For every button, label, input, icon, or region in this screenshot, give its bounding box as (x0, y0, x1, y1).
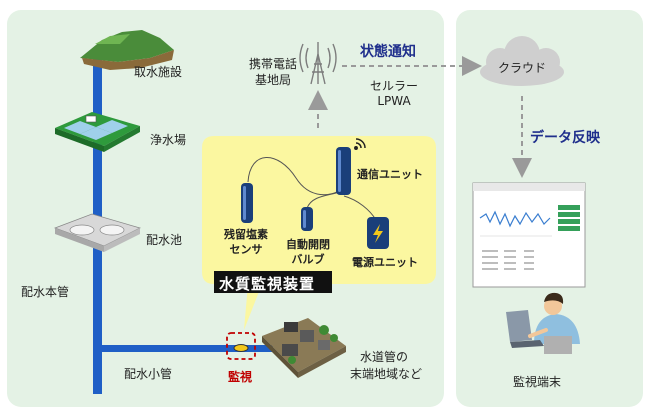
label-intake: 取水施設 (134, 65, 183, 79)
label-end-area-2: 末端地域など (350, 367, 423, 381)
antenna-tower-icon (299, 42, 337, 85)
monitor-point-device (233, 344, 249, 352)
device-title-bg (214, 271, 332, 293)
small-pipe (93, 345, 273, 352)
monitor-point-box (226, 332, 256, 360)
label-cloud: クラウド (497, 61, 546, 75)
label-data-reflect: データ反映 (530, 130, 600, 146)
valve-icon (301, 207, 313, 231)
label-cellular: セルラー (369, 79, 418, 93)
label-purification: 浄水場 (150, 133, 187, 147)
label-small-pipe: 配水小管 (124, 367, 173, 381)
cloud-icon (480, 36, 564, 86)
power-unit-icon (367, 217, 389, 249)
comm-unit-icon (336, 147, 351, 195)
label-auto-valve-1: 自動開閉 (286, 238, 330, 251)
label-device-title: 水質監視装置 (219, 275, 316, 293)
wifi-signal-icon (354, 138, 366, 150)
operator-person-icon (506, 292, 580, 354)
label-chlorine-sensor-2: センサ (229, 243, 263, 256)
dashboard-screen-icon (472, 182, 586, 288)
label-lpwa: LPWA (377, 94, 411, 108)
label-distribution-reservoir: 配水池 (146, 233, 183, 247)
mountain-icon (80, 30, 174, 70)
label-end-area-1: 水道管の (360, 350, 409, 364)
label-base-station-2: 基地局 (254, 73, 291, 87)
label-status-notify: 状態通知 (360, 44, 416, 60)
reservoir-tanks-icon (53, 213, 141, 252)
purification-plant-icon (55, 112, 140, 152)
label-auto-valve-2: バルブ (291, 253, 325, 266)
label-chlorine-sensor-1: 残留塩素 (224, 228, 268, 241)
sensor-icon (241, 183, 253, 223)
label-main-pipe: 配水本管 (21, 285, 70, 299)
label-comm-unit: 通信ユニット (357, 168, 423, 181)
label-power-unit: 電源ユニット (352, 256, 418, 269)
label-base-station-1: 携帯電話 (248, 57, 297, 71)
houses-icon (262, 318, 346, 378)
label-monitor-terminal: 監視端末 (513, 375, 562, 389)
label-monitor: 監視 (228, 370, 253, 384)
